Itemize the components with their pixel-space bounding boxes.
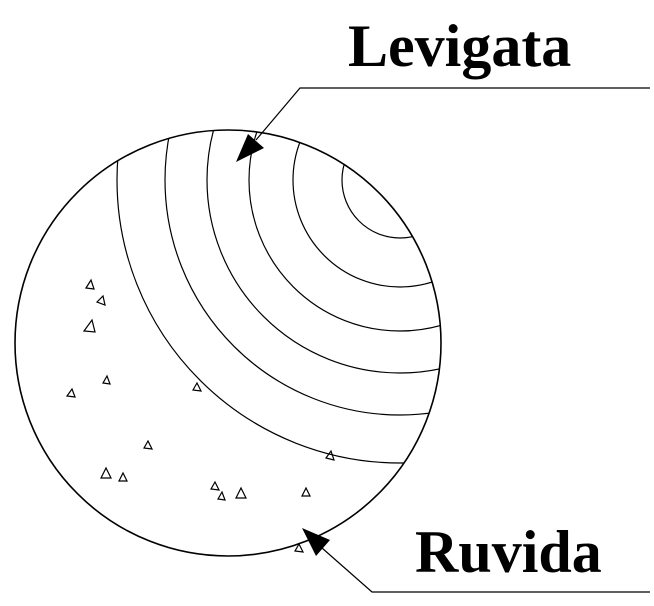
grain-mark [95, 294, 106, 306]
beach-mark-1 [341, 130, 441, 239]
rough-label-leader [302, 528, 650, 593]
grain-mark [100, 466, 112, 479]
beach-mark-6 [116, 130, 441, 464]
smooth-label-leader [236, 87, 650, 162]
grain-mark [143, 439, 154, 450]
arrowhead-icon [236, 134, 264, 162]
beach-mark-5 [164, 130, 441, 416]
grain-mark [294, 542, 305, 553]
smooth-zone-label: Levigata [348, 13, 571, 79]
grain-mark [82, 318, 96, 333]
grain-mark [210, 480, 221, 491]
beach-mark-2 [292, 130, 441, 288]
beach-mark-4 [206, 130, 441, 374]
grain-mark [324, 449, 335, 461]
leader-line [321, 547, 650, 593]
beach-mark-3 [248, 130, 441, 332]
arrowhead-icon [302, 528, 330, 556]
grain-mark [84, 278, 95, 290]
grain-mark [65, 387, 76, 398]
grain-mark [217, 490, 226, 501]
beach-marks [116, 130, 441, 464]
leader-line [255, 87, 650, 141]
rough-zone-label: Ruvida [415, 519, 602, 585]
rough-zone-texture [65, 278, 335, 553]
grain-mark [301, 486, 311, 497]
grain-mark [102, 374, 111, 385]
grain-mark [192, 381, 203, 392]
grain-mark [235, 486, 247, 499]
grain-mark [118, 471, 128, 482]
cross-section-outline [14, 129, 442, 557]
